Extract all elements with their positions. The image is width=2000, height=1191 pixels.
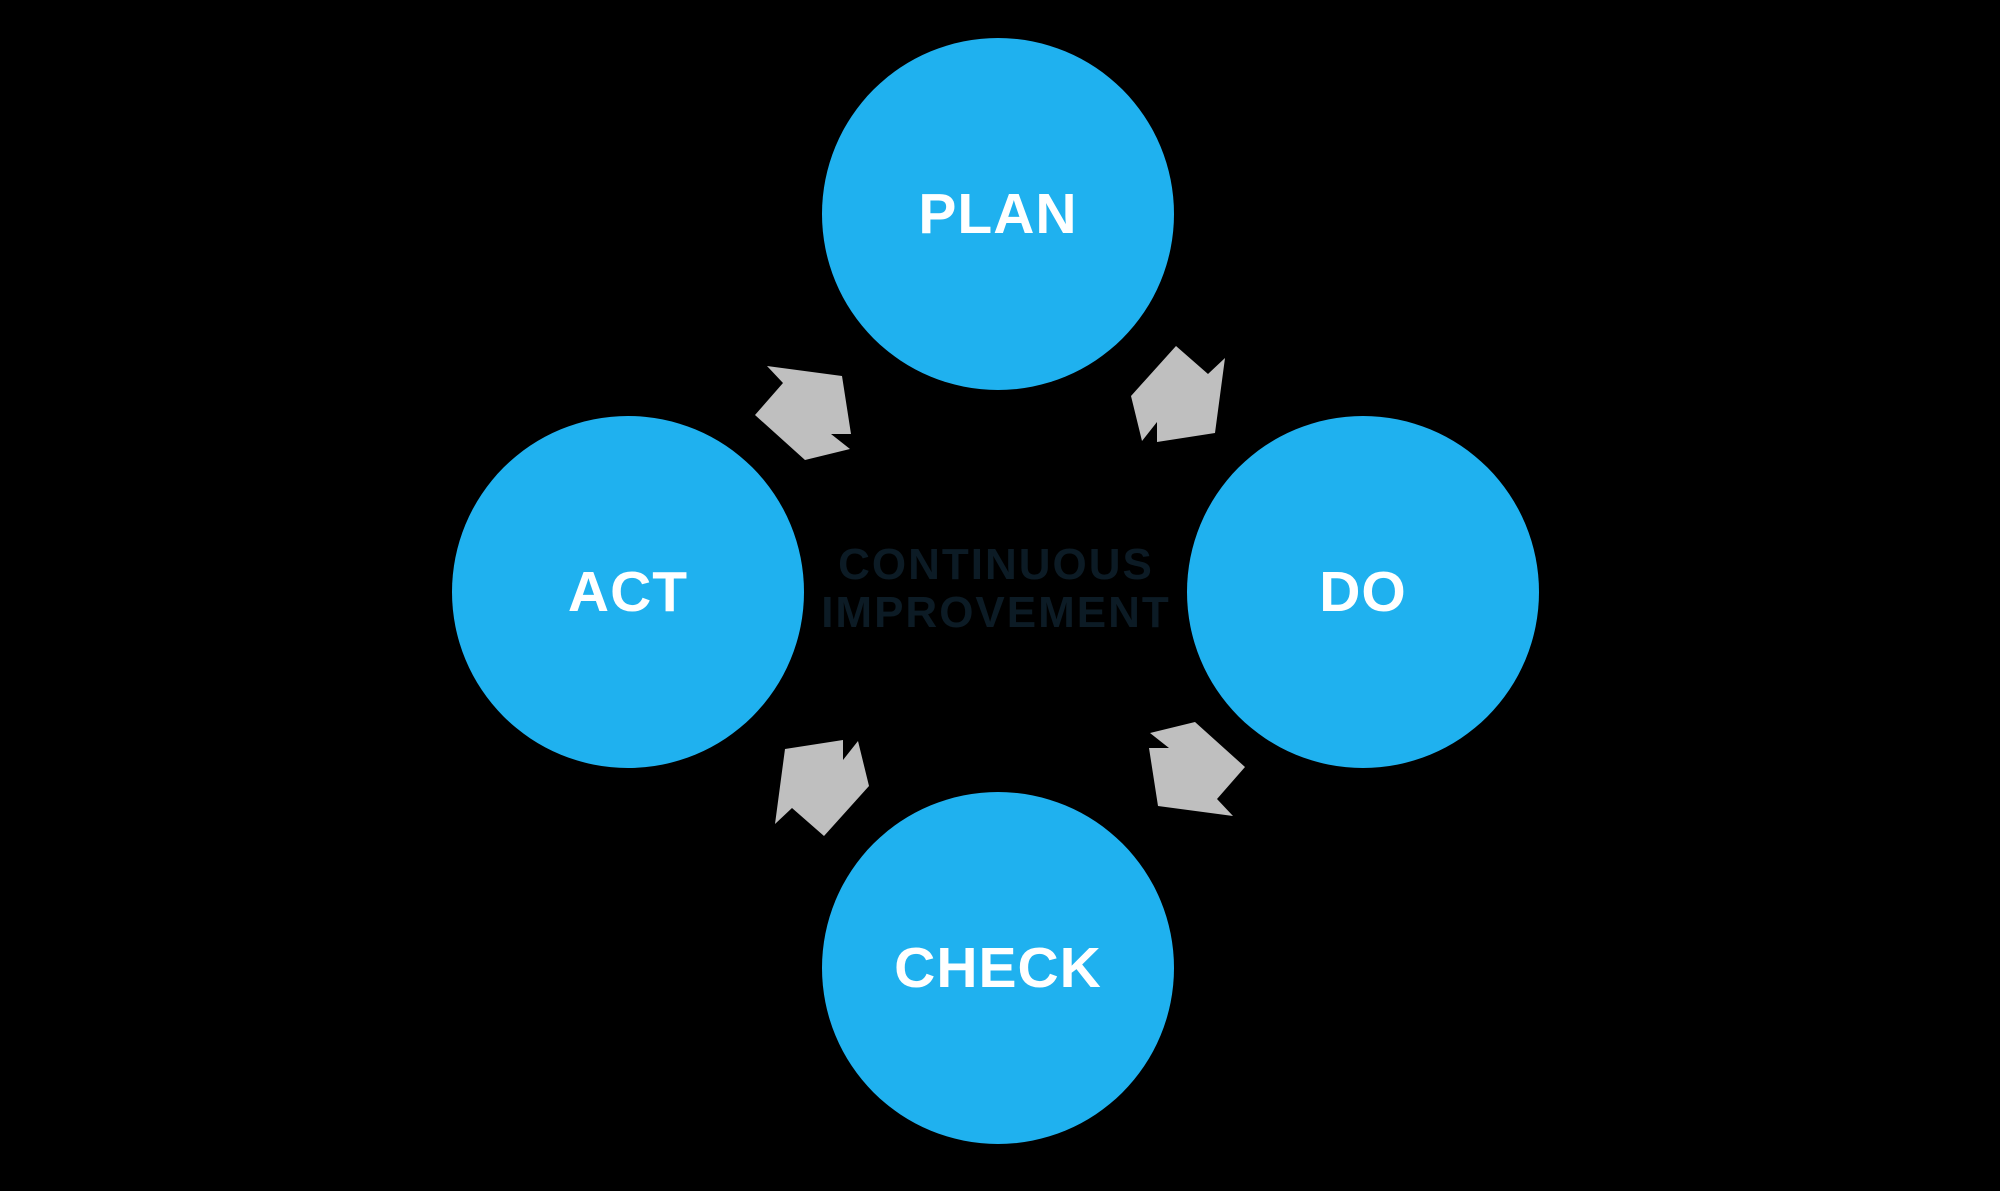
arrow-act-to-plan-icon	[755, 366, 851, 460]
node-check-label: CHECK	[894, 936, 1102, 1000]
node-plan-label: PLAN	[918, 182, 1078, 246]
arrow-do-to-check-icon	[1149, 722, 1245, 816]
node-act-label: ACT	[567, 560, 689, 624]
node-do-label: DO	[1319, 560, 1407, 624]
node-check: CHECK	[822, 792, 1174, 1144]
node-plan: PLAN	[822, 38, 1174, 390]
center-label-line2: IMPROVEMENT	[821, 588, 1171, 637]
arrow-check-to-act-icon	[775, 740, 869, 836]
arrow-plan-to-do-icon	[1131, 346, 1225, 442]
node-do: DO	[1187, 416, 1539, 768]
node-act: ACT	[452, 416, 804, 768]
center-label: CONTINUOUS IMPROVEMENT	[696, 541, 1296, 637]
center-label-line1: CONTINUOUS	[838, 540, 1154, 589]
